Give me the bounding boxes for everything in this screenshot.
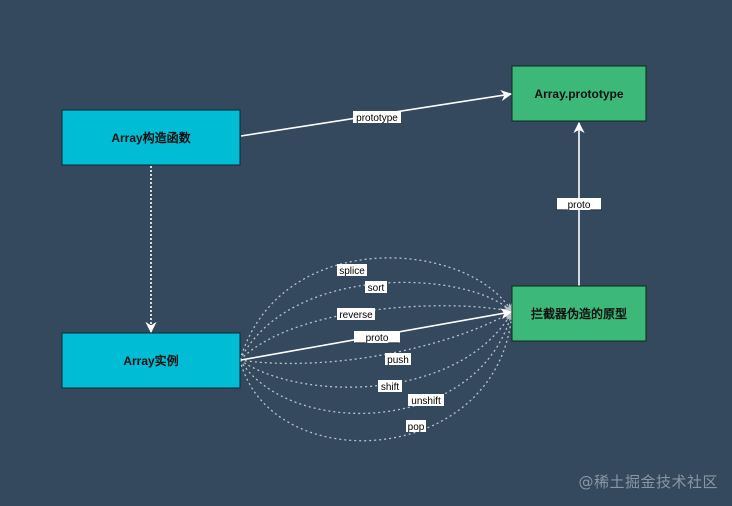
method-label-sort-text: sort	[368, 283, 385, 294]
method-label-reverse: reverse	[337, 308, 375, 321]
method-label-shift: shift	[378, 380, 402, 393]
watermark: @稀土掘金技术社区	[578, 473, 718, 491]
node-label-array-prototype: Array.prototype	[534, 87, 623, 101]
method-curve-splice	[239, 257, 513, 361]
node-label-array-instance: Array实例	[123, 353, 178, 368]
method-curve-unshift	[239, 311, 515, 415]
node-label-array-constructor: Array构造函数	[111, 130, 191, 145]
method-label-sort: sort	[365, 281, 387, 294]
method-curve-reverse	[239, 305, 513, 361]
method-label-push: push	[385, 353, 411, 366]
node-array-instance: Array实例	[61, 332, 241, 389]
method-label-splice-text: splice	[339, 266, 365, 277]
method-curve-shift	[239, 311, 513, 388]
method-label-splice: splice	[337, 264, 367, 277]
node-array-prototype: Array.prototype	[511, 65, 647, 122]
method-label-shift-text: shift	[381, 382, 400, 393]
method-label-unshift: unshift	[408, 394, 444, 407]
method-curve-sort	[239, 281, 513, 361]
method-label-reverse-text: reverse	[339, 310, 373, 321]
edge-label-proto-lower-text: __proto__	[353, 333, 399, 344]
method-label-pop: pop	[406, 420, 426, 433]
node-interceptor-prototype: 拦截器伪造的原型	[511, 285, 647, 342]
edge-label-proto-lower: __proto__	[353, 331, 400, 344]
method-label-push-text: push	[387, 355, 409, 366]
method-label-pop-text: pop	[408, 422, 425, 433]
node-label-interceptor-prototype: 拦截器伪造的原型	[531, 306, 627, 321]
edge-label-proto-upper-text: __proto__	[555, 200, 601, 211]
node-array-constructor: Array构造函数	[61, 109, 241, 166]
edge-label-prototype-text: prototype	[356, 113, 398, 124]
edge-label-prototype: prototype	[353, 111, 401, 124]
method-label-unshift-text: unshift	[411, 396, 441, 407]
edge-label-proto-upper: __proto__	[555, 198, 602, 211]
